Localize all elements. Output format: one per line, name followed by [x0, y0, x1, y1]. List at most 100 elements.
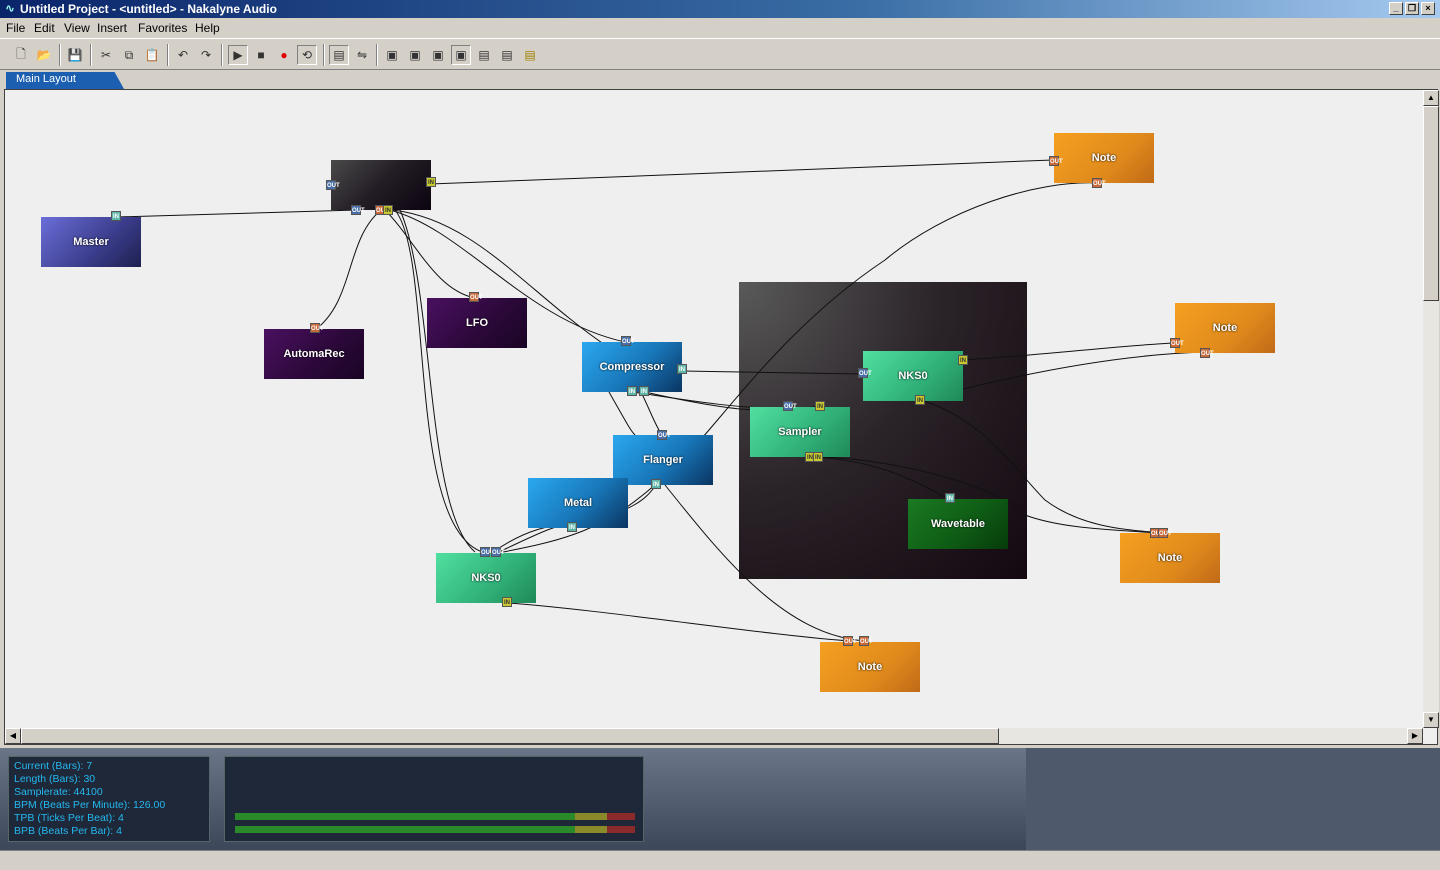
menu-help[interactable]: Help: [195, 21, 220, 35]
wire-flanger-2[interactable]: [640, 391, 663, 436]
node-note-right-low[interactable]: Note: [1120, 533, 1220, 583]
node-automarec[interactable]: AutomaRec: [264, 329, 364, 379]
wire-nks0-flanger[interactable]: [502, 482, 658, 553]
port-in[interactable]: IN: [639, 386, 649, 396]
node-nks0-group[interactable]: NKS0: [863, 351, 963, 401]
port-ctl[interactable]: IN: [502, 597, 512, 607]
port-ctl[interactable]: IN: [815, 401, 825, 411]
wire-note-top-2[interactable]: [655, 182, 1099, 484]
port-out[interactable]: OUT: [469, 292, 483, 302]
port-out[interactable]: OUT: [621, 336, 635, 346]
cut-icon[interactable]: ✂: [100, 48, 112, 62]
menu-favorites[interactable]: Favorites: [138, 21, 188, 35]
play-icon[interactable]: ▶: [228, 45, 248, 65]
menu-edit[interactable]: Edit: [34, 21, 55, 35]
wire-master[interactable]: [116, 209, 358, 218]
port-in[interactable]: IN: [677, 364, 687, 374]
port-out[interactable]: OUT: [843, 636, 857, 646]
port-in[interactable]: IN: [567, 522, 577, 532]
close-button[interactable]: ×: [1421, 2, 1435, 15]
node-wavetable[interactable]: Wavetable: [908, 499, 1008, 549]
menu-insert[interactable]: Insert: [97, 21, 128, 35]
scroll-up-icon[interactable]: ▲: [1423, 90, 1439, 106]
port-out[interactable]: OUT: [1200, 348, 1214, 358]
node-lfo[interactable]: LFO: [427, 298, 527, 348]
save-icon[interactable]: 💾: [67, 48, 83, 62]
window-layout-2-icon[interactable]: ▣: [409, 48, 421, 62]
node-note-top[interactable]: Note: [1054, 133, 1154, 183]
wire-automarec[interactable]: [314, 209, 382, 331]
wire-wavetable[interactable]: [812, 456, 951, 501]
window-layout-3-icon[interactable]: ▣: [432, 48, 444, 62]
port-out[interactable]: OUT: [480, 547, 494, 557]
mixer-icon[interactable]: ▤: [329, 45, 349, 65]
open-folder-icon[interactable]: 📂: [36, 48, 52, 62]
wire-lfo[interactable]: [384, 209, 476, 299]
scroll-right-icon[interactable]: ▶: [1407, 728, 1423, 744]
port-in[interactable]: IN: [111, 211, 121, 221]
wire-nks0-left-2[interactable]: [399, 209, 476, 553]
port-out[interactable]: OUT: [858, 368, 872, 378]
node-nks0-left[interactable]: NKS0: [436, 553, 536, 603]
new-file-icon[interactable]: 🗋: [16, 46, 26, 61]
loop-icon[interactable]: ⟲: [297, 45, 317, 65]
vertical-scrollbar[interactable]: ▲ ▼: [1423, 90, 1439, 728]
routing-icon[interactable]: ⇋: [356, 48, 368, 62]
redo-icon[interactable]: ↷: [200, 48, 212, 62]
paste-icon[interactable]: 📋: [144, 48, 160, 62]
port-ctl[interactable]: IN: [813, 452, 823, 462]
copy-icon[interactable]: ⧉: [124, 47, 134, 62]
port-out[interactable]: OUT: [491, 547, 505, 557]
node-note-bottom[interactable]: Note: [820, 642, 920, 692]
port-out[interactable]: OUT: [1092, 178, 1106, 188]
port-in[interactable]: IN: [627, 386, 637, 396]
wire-note-bottom-1[interactable]: [507, 602, 851, 642]
restore-button[interactable]: ❐: [1405, 2, 1419, 15]
node-metal[interactable]: Metal: [528, 478, 628, 528]
port-ctl[interactable]: IN: [958, 355, 968, 365]
port-out[interactable]: OUT: [1158, 528, 1172, 538]
port-out[interactable]: OUT: [310, 323, 324, 333]
port-out[interactable]: OUT: [859, 636, 873, 646]
node-compressor[interactable]: Compressor: [582, 342, 682, 392]
wire-compressor-1[interactable]: [389, 209, 626, 343]
vertical-scroll-thumb[interactable]: [1423, 106, 1439, 301]
undo-icon[interactable]: ↶: [177, 48, 189, 62]
wire-note-right-1[interactable]: [962, 342, 1176, 361]
port-out[interactable]: OUT: [351, 205, 365, 215]
port-out[interactable]: OUT: [326, 180, 340, 190]
window-layout-4-icon[interactable]: ▣: [451, 45, 471, 65]
tab-main-layout[interactable]: Main Layout: [6, 72, 124, 89]
menu-view[interactable]: View: [64, 21, 90, 35]
menu-file[interactable]: File: [6, 21, 26, 35]
minimize-button[interactable]: _: [1389, 2, 1403, 15]
port-ctl[interactable]: IN: [383, 205, 393, 215]
port-ctl[interactable]: IN: [915, 395, 925, 405]
horizontal-scroll-thumb[interactable]: [21, 728, 999, 744]
window-layout-7-icon[interactable]: ▤: [524, 48, 536, 62]
port-out[interactable]: OUT: [657, 430, 671, 440]
wire-compressor-2[interactable]: [392, 209, 606, 346]
stop-icon[interactable]: ■: [257, 48, 265, 62]
horizontal-scrollbar[interactable]: ◀ ▶: [5, 728, 1423, 744]
port-out[interactable]: OUT: [1170, 338, 1184, 348]
wire-note-bottom-2[interactable]: [664, 484, 866, 642]
layout-canvas[interactable]: OUT IN OUT OUT IN Master IN AutomaRec OU…: [5, 90, 1423, 728]
node-master[interactable]: Master: [41, 217, 141, 267]
window-layout-5-icon[interactable]: ▤: [478, 48, 490, 62]
port-out[interactable]: OUT: [783, 401, 797, 411]
scroll-down-icon[interactable]: ▼: [1423, 712, 1439, 728]
port-in[interactable]: IN: [945, 493, 955, 503]
port-ctl[interactable]: IN: [426, 177, 436, 187]
wire-note-right-low-2[interactable]: [920, 399, 1164, 534]
port-in[interactable]: IN: [651, 479, 661, 489]
record-icon[interactable]: ●: [280, 48, 288, 62]
wire-nks0-left-1[interactable]: [394, 209, 486, 554]
scroll-left-icon[interactable]: ◀: [5, 728, 21, 744]
node-flanger[interactable]: Flanger: [613, 435, 713, 485]
node-note-right[interactable]: Note: [1175, 303, 1275, 353]
window-layout-6-icon[interactable]: ▤: [501, 48, 513, 62]
node-sampler[interactable]: Sampler: [750, 407, 850, 457]
wire-note-right-low-1[interactable]: [822, 456, 1156, 534]
window-layout-1-icon[interactable]: ▣: [386, 48, 398, 62]
